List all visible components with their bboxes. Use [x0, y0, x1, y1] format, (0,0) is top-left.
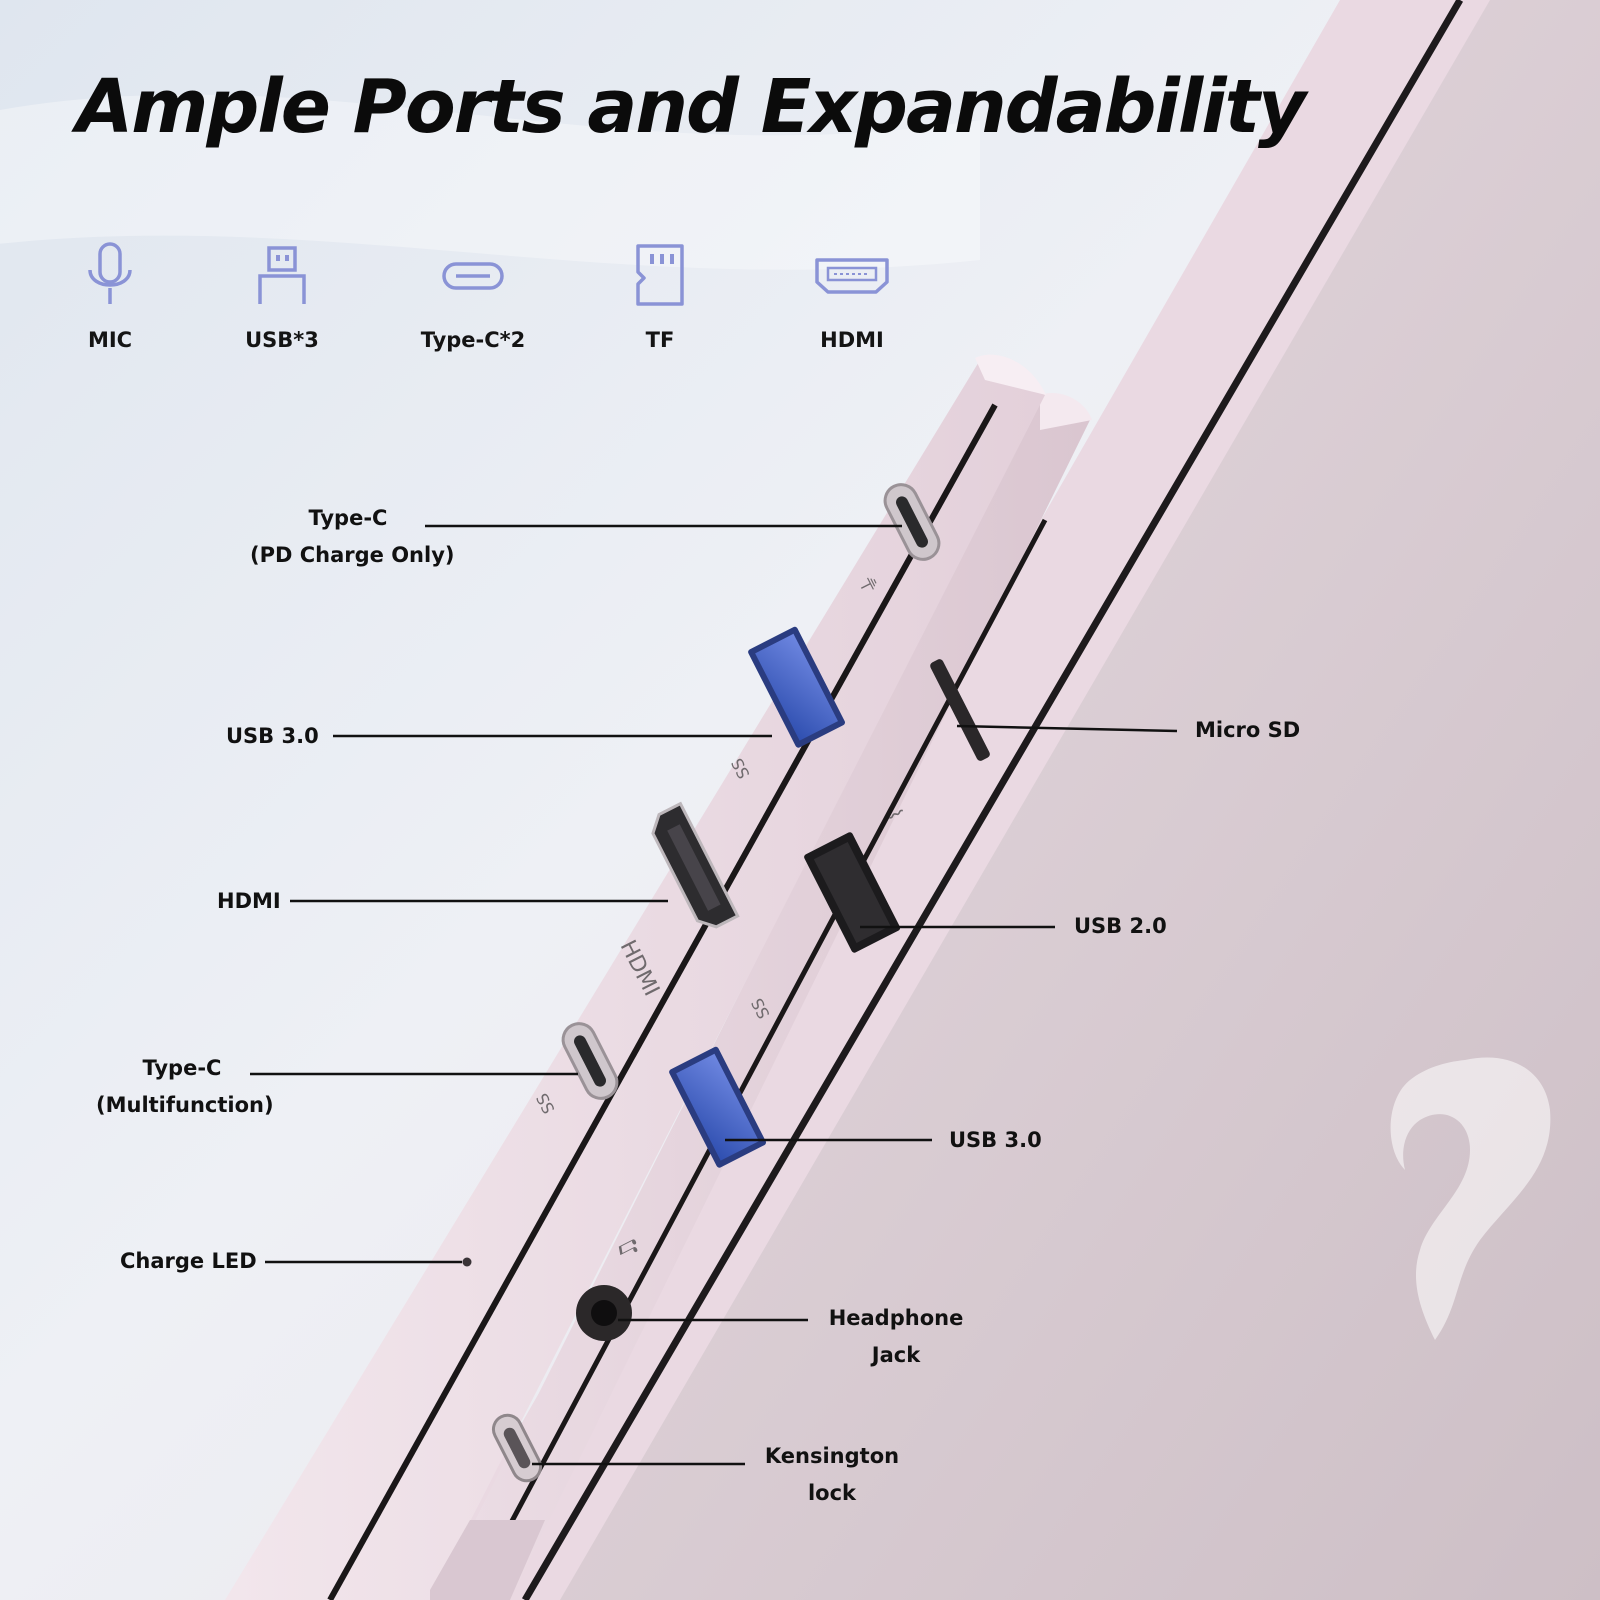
callout-type-c-pd-line1: Type-C — [308, 506, 388, 530]
callout-hdmi-line1: HDMI — [217, 889, 281, 913]
callout-type-c-multi-line1: Type-C — [142, 1056, 222, 1080]
callout-micro-sd: Micro SD — [1195, 712, 1300, 749]
callout-charge-led: Charge LED — [120, 1243, 257, 1280]
callout-usb20-line1: USB 2.0 — [1074, 914, 1167, 938]
leader-micro-sd — [956, 724, 1178, 733]
icon-label-usb: USB*3 — [245, 328, 319, 352]
callout-type-c-multi-line2: (Multifunction) — [96, 1093, 274, 1117]
icon-label-hdmi: HDMI — [820, 328, 884, 352]
micro-sd-slot — [930, 659, 990, 761]
callout-usb20: USB 2.0 — [1074, 908, 1167, 945]
icon-label-type-c: Type-C*2 — [420, 328, 526, 352]
brand-logo-watermark — [1390, 1057, 1551, 1340]
sd-card-icon — [636, 244, 684, 306]
stand-foot — [430, 1520, 545, 1600]
callout-kensington-line2: lock — [807, 1481, 857, 1505]
type-c-multi-port — [561, 1022, 619, 1100]
usb-a-icon — [258, 246, 306, 304]
hdmi-icon — [815, 258, 889, 294]
icon-label-mic: MIC — [87, 328, 133, 352]
stand-top-cap — [1040, 392, 1092, 430]
front-seam-line — [327, 403, 998, 1600]
callout-usb30-left: USB 3.0 — [226, 718, 319, 755]
callout-usb30-right-line1: USB 3.0 — [949, 1128, 1042, 1152]
callout-headphone: Headphone Jack — [822, 1300, 970, 1374]
front-panel-top-cap — [975, 354, 1046, 395]
usb30-port-right — [669, 1046, 766, 1168]
callout-usb30-right: USB 3.0 — [949, 1122, 1042, 1159]
type-c-pd-port — [883, 483, 941, 561]
front-panel-edge — [225, 360, 1045, 1600]
monitor-seam-line — [521, 0, 1464, 1600]
icon-label-tf: TF — [645, 328, 675, 352]
icon-item-mic: MIC — [30, 240, 190, 352]
callout-type-c-multi: Type-C (Multifunction) — [96, 1050, 274, 1124]
callout-charge-led-line1: Charge LED — [120, 1249, 257, 1273]
microphone-icon — [88, 242, 132, 304]
callout-headphone-line2: Jack — [871, 1343, 921, 1367]
kensington-slot — [491, 1413, 543, 1483]
page-title: Ample Ports and Expandability — [76, 64, 1306, 150]
icon-item-usb: USB*3 — [202, 240, 362, 352]
usb20-port — [804, 832, 901, 953]
callout-headphone-line1: Headphone — [828, 1306, 964, 1330]
callout-type-c-pd-line2: (PD Charge Only) — [250, 543, 455, 567]
charge-led — [462, 1257, 472, 1267]
callout-kensington: Kensington lock — [758, 1438, 906, 1512]
callout-type-c-pd: Type-C (PD Charge Only) — [250, 500, 455, 574]
usb-c-icon — [442, 262, 504, 290]
callout-hdmi: HDMI — [217, 883, 281, 920]
callout-micro-sd-line1: Micro SD — [1195, 718, 1301, 742]
callout-kensington-line1: Kensington — [764, 1444, 900, 1468]
callout-usb30-left-line1: USB 3.0 — [226, 724, 319, 748]
hdmi-port — [651, 801, 740, 929]
icon-item-type-c: Type-C*2 — [393, 240, 553, 352]
icon-item-tf: TF — [580, 240, 740, 352]
background-swoosh — [0, 94, 980, 270]
usb30-port-left — [748, 626, 845, 748]
icon-item-hdmi: HDMI — [772, 240, 932, 352]
